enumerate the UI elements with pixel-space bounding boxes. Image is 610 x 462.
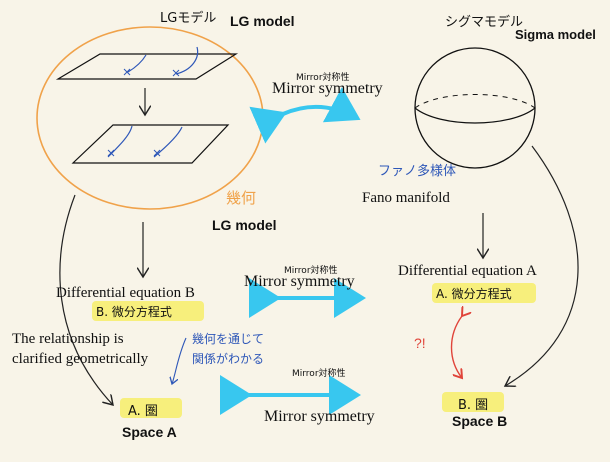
space-a-ja: A. 圏	[128, 404, 158, 419]
highlight-space-a	[120, 398, 182, 418]
diffeq-b-ja: B. 微分方程式	[96, 305, 172, 319]
mirror-arrow-top	[249, 87, 361, 144]
mirror-mid-label-ja: Mirror対称性	[284, 266, 338, 276]
fano-label-ja: ファノ多様体	[378, 164, 457, 179]
space-b-ja: B. 圏	[458, 398, 489, 413]
arrow-sphere-to-space-b	[505, 145, 579, 386]
space-b-en: Space B	[452, 413, 508, 429]
question-mark: ?!	[414, 335, 426, 351]
sigma-title-en: Sigma model	[515, 27, 596, 42]
mirror-bottom-label-ja: Mirror対称性	[292, 369, 346, 379]
relation-note-ja-1: 幾何を通じて	[192, 332, 265, 346]
mirror-mid-label-en: Mirror symmetry	[244, 273, 355, 290]
mirror-top-label-en: Mirror symmetry	[272, 80, 383, 97]
lg-title-en: LG model	[230, 13, 295, 29]
highlight-diffeq-b	[92, 301, 204, 321]
space-a-en: Space A	[122, 424, 177, 440]
relation-line-2: clarified geometrically	[12, 351, 149, 367]
relation-arrow	[172, 337, 187, 384]
fano-label-en: Fano manifold	[362, 190, 450, 206]
diffeq-a-ja: A. 微分方程式	[436, 287, 512, 301]
highlight-space-b	[442, 392, 504, 412]
relation-note-ja-2: 関係がわかる	[192, 352, 265, 366]
mirror-bottom-label-en: Mirror symmetry	[264, 408, 375, 425]
lg-geometry-en: LG model	[212, 217, 277, 233]
lg-geometry-ja: 幾何	[226, 189, 257, 207]
relation-line-1: The relationship is	[12, 331, 124, 347]
upper-plane	[55, 46, 239, 80]
arrow-lg-to-space-a	[59, 194, 113, 405]
diffeq-b-en: Differential equation B	[56, 285, 195, 301]
diffeq-a-en: Differential equation A	[398, 263, 537, 279]
lg-title-ja: LGモデル	[160, 11, 217, 26]
mirror-top-label-ja: Mirror対称性	[296, 73, 350, 83]
sigma-sphere	[414, 47, 536, 169]
sigma-title-ja: シグマモデル	[445, 15, 524, 30]
highlight-diffeq-a	[432, 283, 536, 303]
lower-plane	[71, 124, 230, 164]
question-arrow	[450, 316, 463, 378]
